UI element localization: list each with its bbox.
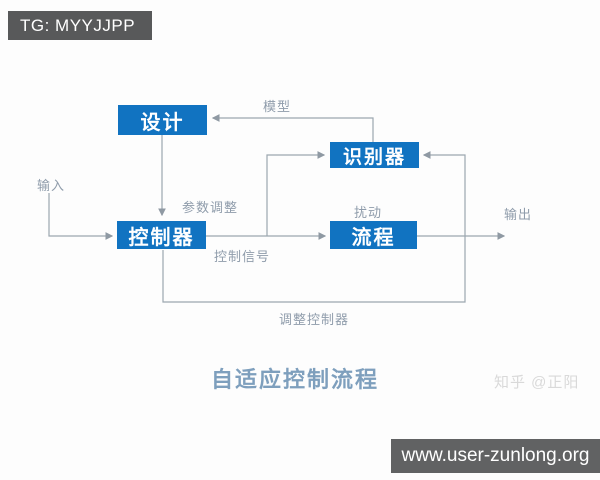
connector-output-to-identifier bbox=[422, 151, 466, 236]
edge-label-disturbance: 扰动 bbox=[354, 205, 383, 220]
edge-label-model: 模型 bbox=[263, 99, 292, 114]
connector-feedback-adjust-controller bbox=[162, 236, 466, 303]
node-process: 流程 bbox=[330, 221, 417, 249]
watermark-badge-top: TG: MYYJJPP bbox=[8, 11, 152, 40]
author-watermark: 知乎 @正阳 bbox=[494, 374, 580, 391]
diagram-title: 自适应控制流程 bbox=[210, 367, 379, 392]
edge-label-output: 输出 bbox=[504, 207, 533, 222]
connector-controlsignal-to-identifier bbox=[266, 151, 326, 236]
edge-label-adjust-controller: 调整控制器 bbox=[279, 312, 350, 327]
connector-input-to-controller bbox=[48, 193, 114, 240]
node-controller: 控制器 bbox=[117, 221, 206, 249]
node-design: 设计 bbox=[118, 105, 207, 135]
edge-label-parameter-adjust: 参数调整 bbox=[182, 200, 239, 215]
connector-identifier-to-design-model bbox=[211, 114, 374, 142]
edge-label-control-signal: 控制信号 bbox=[214, 249, 271, 264]
node-identifier: 识别器 bbox=[330, 142, 419, 168]
edge-label-input: 输入 bbox=[37, 178, 66, 193]
watermark-badge-bottom-url: www.user-zunlong.org bbox=[391, 439, 600, 473]
